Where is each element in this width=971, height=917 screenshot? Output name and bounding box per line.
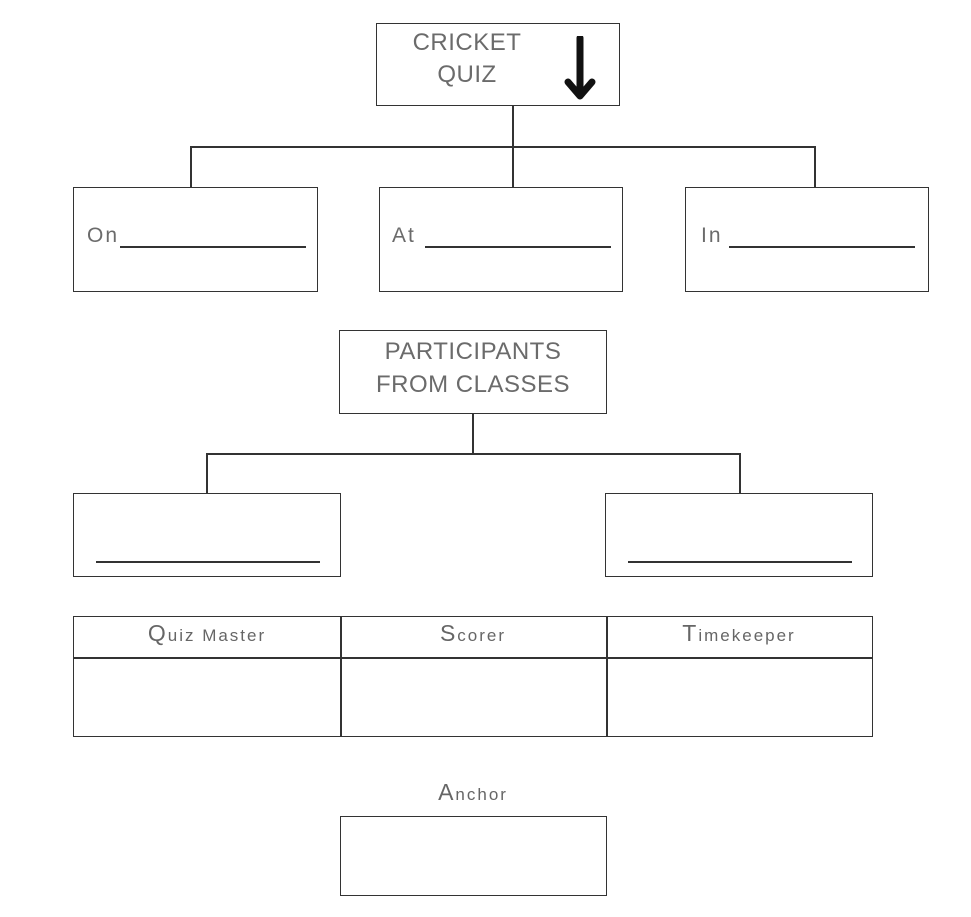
header-cell-scorer: Scorer xyxy=(340,617,606,657)
anchor-box[interactable] xyxy=(340,816,607,896)
class-right-box xyxy=(605,493,873,577)
header-quiz-master-label: Quiz Master xyxy=(147,620,267,646)
on-date-box: On xyxy=(73,187,318,292)
anchor-label: Anchor xyxy=(438,779,508,805)
class-left-box xyxy=(73,493,341,577)
on-blank-line[interactable] xyxy=(120,246,306,248)
header-timekeeper-label: Timekeeper xyxy=(682,620,796,646)
at-blank-line[interactable] xyxy=(425,246,611,248)
roles-col-divider-2 xyxy=(606,617,608,736)
participants-box: PARTICIPANTS FROM CLASSES xyxy=(339,330,607,414)
at-place-box: At xyxy=(379,187,623,292)
arrow-down-icon xyxy=(564,36,596,100)
connector-participants-down xyxy=(472,414,474,454)
connector-to-on-box xyxy=(190,146,192,188)
scorer-cell[interactable] xyxy=(341,658,606,737)
at-label: At xyxy=(392,224,416,247)
quiz-master-cell[interactable] xyxy=(74,658,340,737)
header-scorer-label: Scorer xyxy=(439,620,507,646)
cricket-quiz-title-line1: CRICKET xyxy=(412,29,522,56)
participants-title-line1: PARTICIPANTS xyxy=(384,338,562,365)
connector-to-class-left xyxy=(206,453,208,495)
header-cell-timekeeper: Timekeeper xyxy=(606,617,872,657)
roles-col-divider-1 xyxy=(340,617,342,736)
cricket-quiz-title-line2: QUIZ xyxy=(437,61,497,88)
connector-to-in-box xyxy=(814,146,816,188)
timekeeper-cell[interactable] xyxy=(607,658,872,737)
connector-to-class-right xyxy=(739,453,741,495)
roles-header-divider xyxy=(74,657,872,659)
class-right-blank-line[interactable] xyxy=(628,561,852,563)
class-left-blank-line[interactable] xyxy=(96,561,320,563)
in-time-box: In xyxy=(685,187,929,292)
on-label: On xyxy=(87,224,120,247)
participants-title-line2: FROM CLASSES xyxy=(375,371,571,398)
connector-root-horizontal xyxy=(190,146,816,148)
in-label: In xyxy=(701,224,723,247)
connector-participants-horizontal xyxy=(206,453,741,455)
in-blank-line[interactable] xyxy=(729,246,915,248)
roles-table: Quiz Master Scorer Timekeeper xyxy=(73,616,873,737)
header-cell-quiz-master: Quiz Master xyxy=(74,617,340,657)
